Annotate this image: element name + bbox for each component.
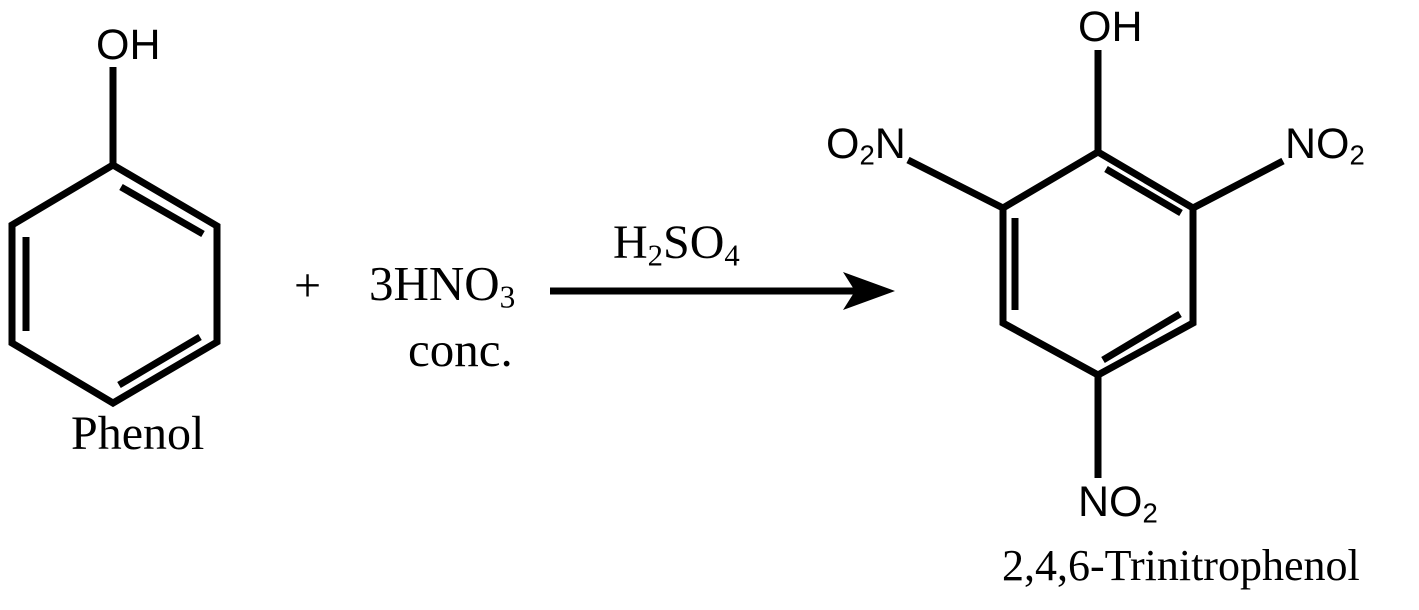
catalyst-subscript-2: 4 xyxy=(724,238,740,273)
catalyst-subscript-1: 2 xyxy=(647,238,664,273)
nitro-bottom-subscript: 2 xyxy=(1142,497,1158,529)
nitro-right-part-1: NO xyxy=(1285,120,1350,168)
reagent-concentration-note: conc. xyxy=(408,322,513,377)
phenol-double-bond-top-right xyxy=(119,183,205,238)
product-nitro-right-label: NO2 xyxy=(1285,123,1365,169)
product-nitro-bottom-label: NO2 xyxy=(1078,481,1158,527)
product-nitro-left-label: O2N xyxy=(826,123,906,169)
phenol-benzene-ring xyxy=(8,160,221,408)
nitro-right-subscript: 2 xyxy=(1349,139,1365,171)
reaction-arrow-head xyxy=(843,272,895,310)
nitro-left-subscript: 2 xyxy=(859,139,875,171)
product-name: 2,4,6-Trinitrophenol xyxy=(1002,541,1360,590)
product-hydroxyl-label: OH xyxy=(1078,3,1143,51)
catalyst-part-1: H xyxy=(613,216,648,269)
reagent-formula-main: 3HNO xyxy=(369,256,500,311)
reagent-formula: 3HNO3 xyxy=(369,259,515,313)
reagent-formula-subscript: 3 xyxy=(499,279,516,315)
phenol-double-bond-bottom-right xyxy=(117,333,202,389)
nitro-bottom-part-1: NO xyxy=(1078,478,1143,526)
product-double-bond-top-right xyxy=(1104,165,1183,217)
arrow-catalyst-label: H2SO4 xyxy=(613,219,740,271)
reactant-hydroxyl-label: OH xyxy=(96,21,161,69)
nitro-left-part-1: O xyxy=(826,120,860,168)
product-double-bond-bottom-right xyxy=(1101,310,1182,364)
product-benzene-ring xyxy=(999,147,1197,379)
plus-sign: + xyxy=(294,259,322,312)
product-nitro-bond-right xyxy=(1191,157,1285,212)
reactant-name: Phenol xyxy=(71,407,205,460)
catalyst-part-2: SO xyxy=(663,216,725,269)
nitro-left-part-2: N xyxy=(874,120,906,168)
product-nitro-bond-left xyxy=(906,156,1005,212)
